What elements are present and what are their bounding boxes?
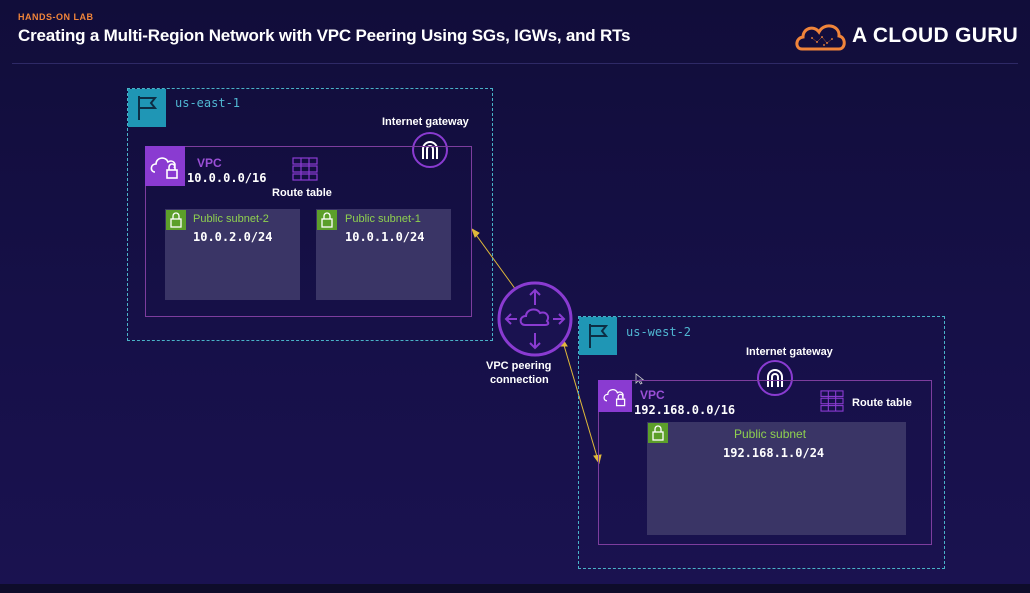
bottom-bar (0, 584, 1030, 593)
subnet-lock-icon (648, 423, 668, 443)
vpc-cidr: 10.0.0.0/16 (187, 171, 267, 185)
header-divider (12, 63, 1018, 64)
vpc-peering-icon (497, 281, 573, 357)
region-flag-icon (579, 317, 617, 355)
internet-gateway-label: Internet gateway (746, 346, 833, 358)
subnet-name: Public subnet-2 (193, 213, 269, 225)
vpc-label: VPC (197, 156, 222, 170)
acg-cloud-logo-icon (795, 24, 846, 51)
route-table-label: Route table (272, 187, 332, 199)
subnet-cidr: 192.168.1.0/24 (723, 446, 825, 460)
vpc-west (598, 380, 932, 545)
subnet-public (647, 422, 906, 535)
vpc-icon (598, 380, 632, 412)
internet-gateway-label: Internet gateway (382, 116, 469, 128)
route-table-label: Route table (852, 397, 912, 409)
vpc-east (145, 146, 472, 317)
route-table-icon (292, 157, 318, 181)
page-title: Creating a Multi-Region Network with VPC… (18, 26, 631, 45)
vpc-cidr: 192.168.0.0/16 (634, 403, 736, 417)
subnet-public-2 (165, 209, 300, 300)
region-flag-icon (128, 89, 166, 127)
route-table-icon (820, 390, 844, 412)
subnet-name: Public subnet-1 (345, 213, 421, 225)
subnet-cidr: 10.0.2.0/24 (193, 230, 273, 244)
region-label: us-east-1 (175, 96, 241, 110)
subnet-lock-icon (166, 210, 186, 230)
peering-label-line2: connection (490, 374, 549, 386)
region-us-east-1 (127, 88, 493, 341)
peering-label-line1: VPC peering (486, 360, 552, 372)
lab-eyebrow: HANDS-ON LAB (18, 12, 94, 22)
subnet-cidr: 10.0.1.0/24 (345, 230, 425, 244)
brand-name: A CLOUD GURU (852, 24, 1019, 47)
subnet-name: Public subnet (734, 427, 807, 441)
vpc-icon (145, 146, 185, 186)
region-label: us-west-2 (626, 325, 692, 339)
region-us-west-2 (578, 316, 945, 569)
vpc-label: VPC (640, 388, 665, 402)
subnet-public-1 (316, 209, 451, 300)
subnet-lock-icon (317, 210, 337, 230)
internet-gateway-icon (757, 360, 793, 396)
